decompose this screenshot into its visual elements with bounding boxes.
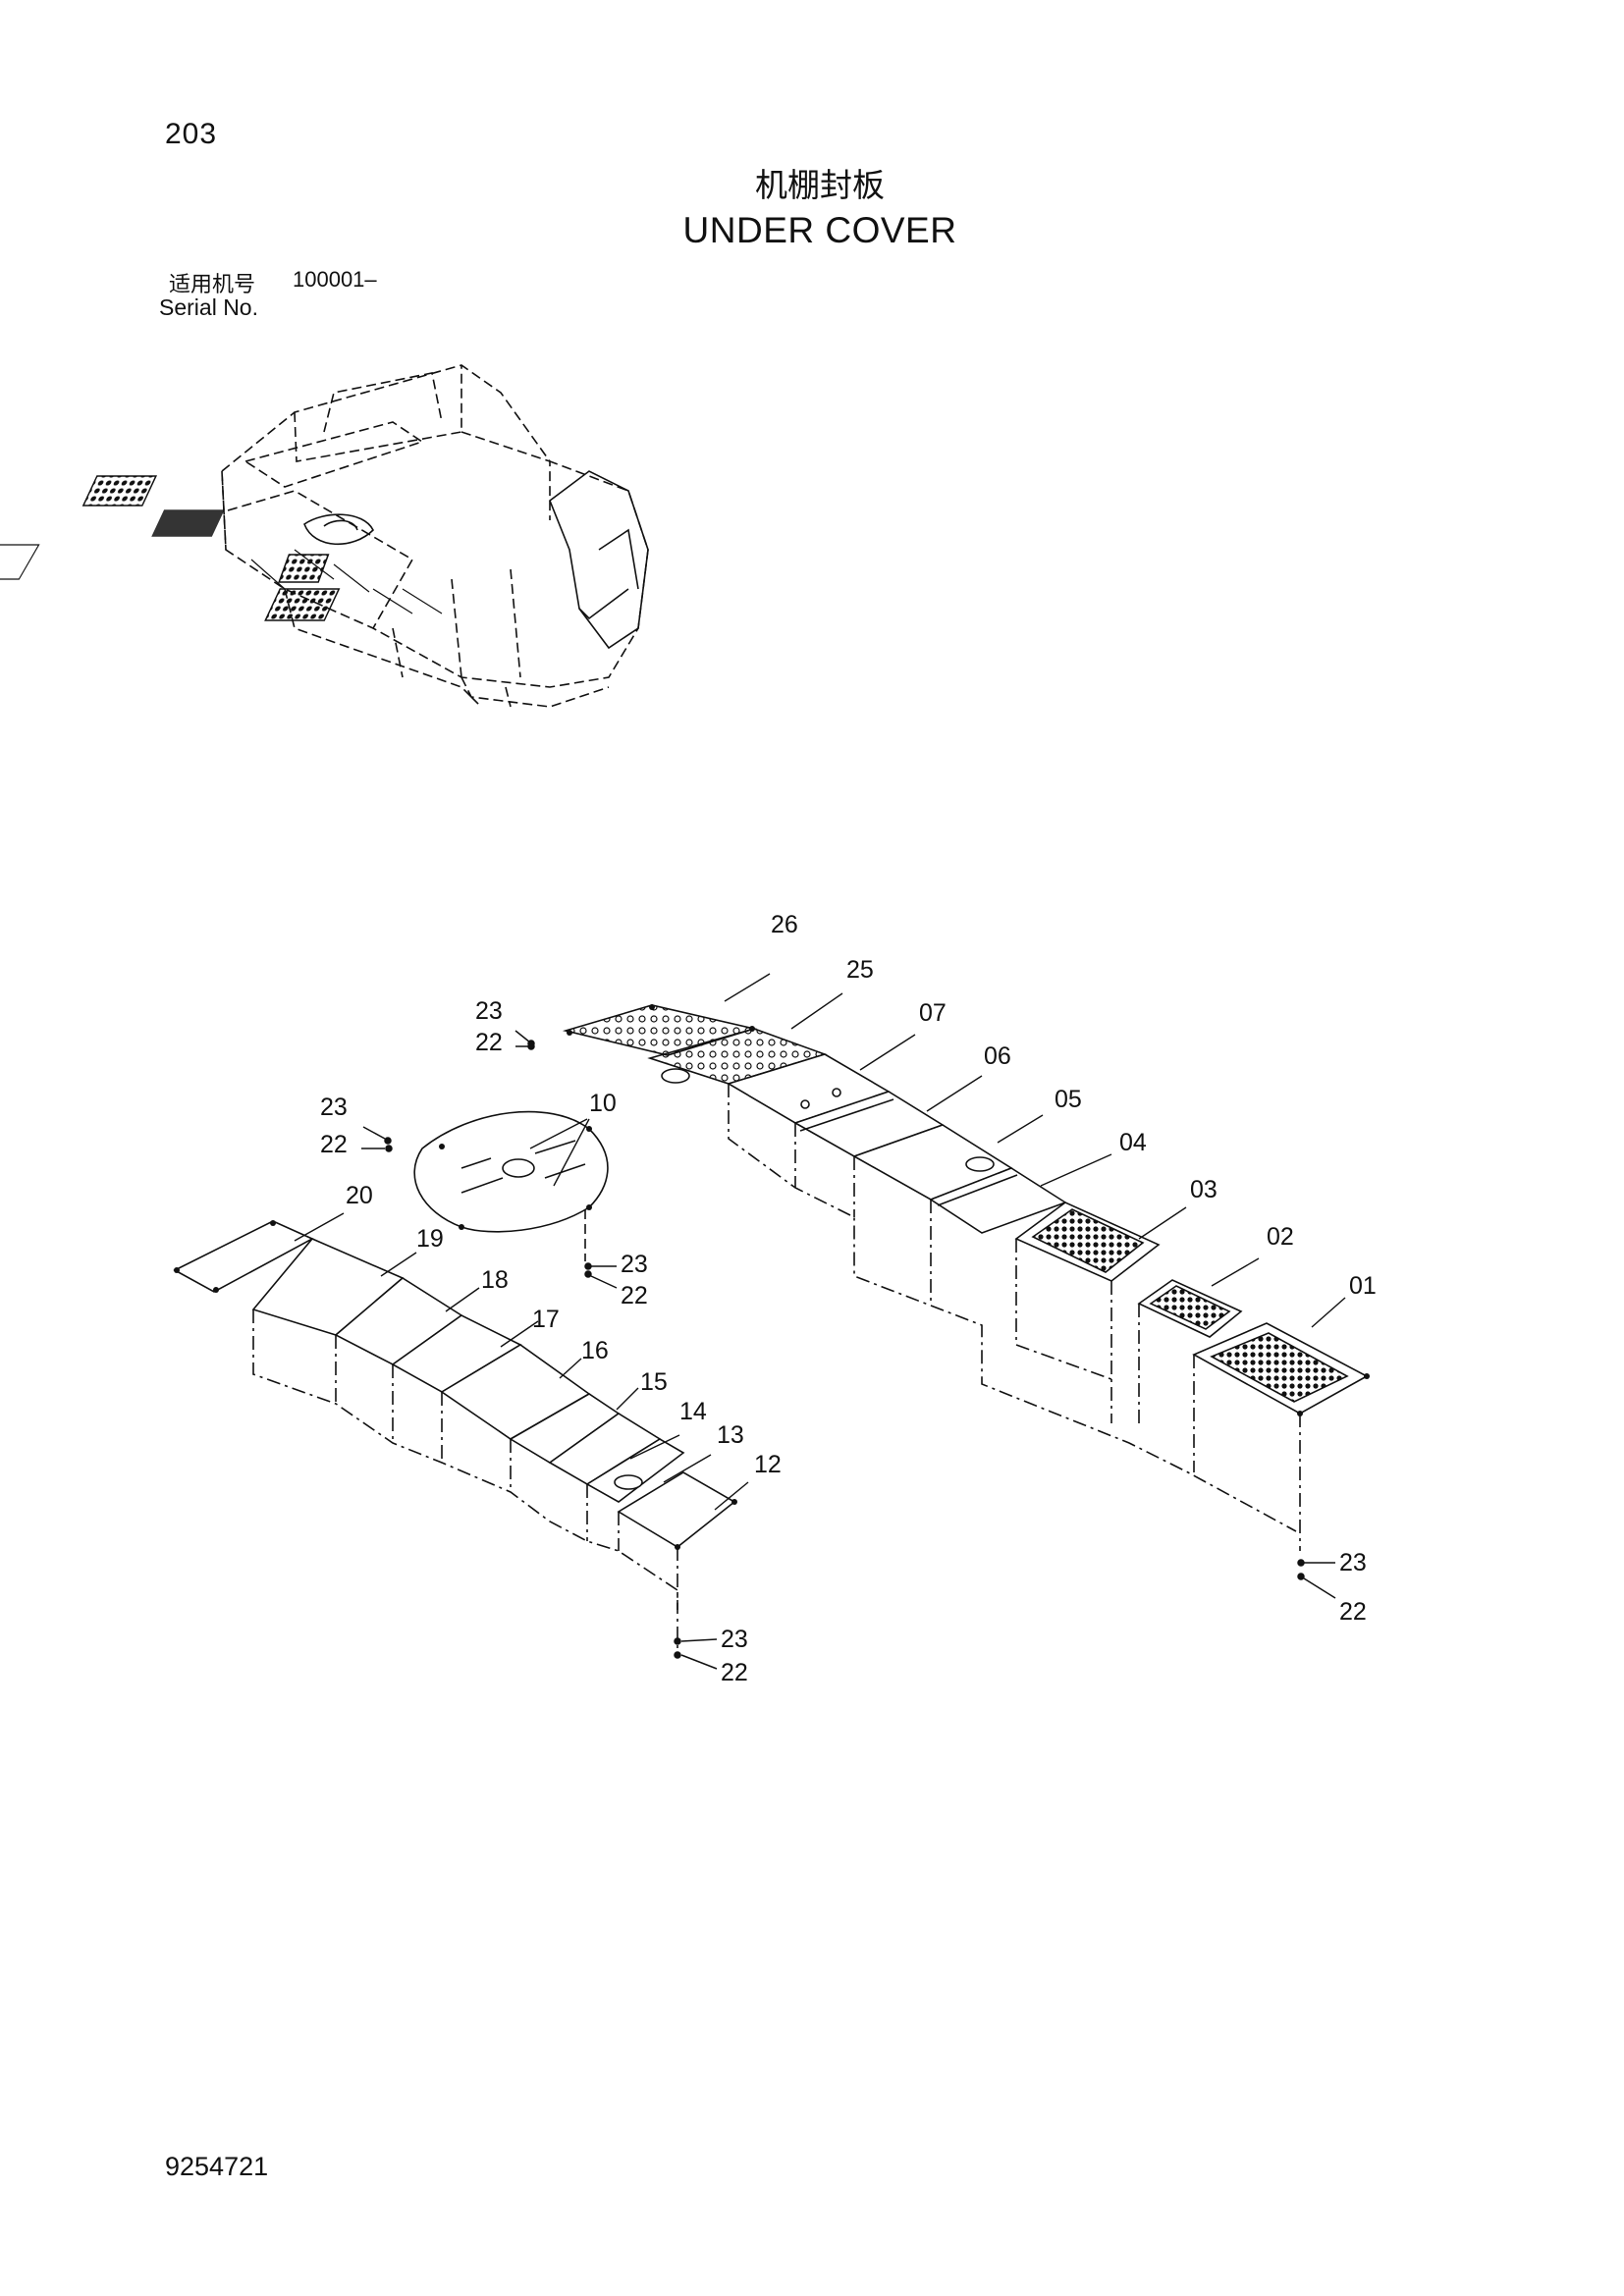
serial-range: 100001–	[293, 267, 377, 292]
callout-15: 15	[640, 1368, 668, 1396]
left-panel-assembly	[173, 1220, 737, 1649]
title-english: UNDER COVER	[0, 210, 1624, 251]
callout-01: 01	[1349, 1272, 1377, 1300]
callout-06: 06	[984, 1042, 1011, 1070]
callout-22-oval-bottom: 22	[621, 1282, 648, 1309]
title-english-text: UNDER COVER	[682, 210, 957, 250]
callout-02: 02	[1267, 1223, 1294, 1251]
callout-23-right: 23	[1339, 1549, 1367, 1576]
callout-26: 26	[771, 911, 798, 938]
callout-10: 10	[589, 1090, 617, 1117]
callout-03: 03	[1190, 1176, 1218, 1203]
leader-lines	[294, 973, 1346, 1511]
callout-05: 05	[1055, 1086, 1082, 1113]
title-chinese-text: 机棚封板	[755, 166, 885, 204]
callout-22-top: 22	[475, 1029, 503, 1056]
callout-25: 25	[846, 956, 874, 984]
callout-23-oval: 23	[320, 1094, 348, 1121]
callout-22-right: 22	[1339, 1598, 1367, 1626]
callout-labels: 26 25 07 06 05 04 03 02 01 10 20 19 18 1…	[320, 911, 1377, 1686]
panel-13	[585, 1438, 685, 1503]
oval-cover-10	[413, 1110, 609, 1261]
serial-label-chinese: 适用机号	[169, 273, 256, 297]
machine-overview-sketch	[0, 364, 649, 708]
callout-22-oval: 22	[320, 1131, 348, 1158]
callout-18: 18	[481, 1266, 509, 1294]
callout-22-left: 22	[721, 1659, 748, 1686]
callout-07: 07	[919, 999, 947, 1027]
title-chinese: 机棚封板	[0, 159, 1624, 206]
callout-20: 20	[346, 1182, 373, 1209]
callout-23-oval-bottom: 23	[621, 1251, 648, 1278]
document-number: 9254721	[165, 2152, 269, 2181]
callout-16: 16	[581, 1337, 609, 1364]
callout-17: 17	[532, 1306, 560, 1333]
callout-04: 04	[1119, 1129, 1147, 1156]
serial-label-english: Serial No.	[159, 294, 258, 320]
callout-13: 13	[717, 1421, 744, 1449]
page-number: 203	[165, 118, 218, 150]
right-panel-assembly	[562, 1004, 1370, 1551]
callout-19: 19	[416, 1225, 444, 1253]
fasteners	[361, 1030, 1336, 1670]
callout-12: 12	[754, 1451, 782, 1478]
callout-14: 14	[679, 1398, 707, 1425]
callout-23-top: 23	[475, 997, 503, 1025]
callout-23-left: 23	[721, 1626, 748, 1653]
